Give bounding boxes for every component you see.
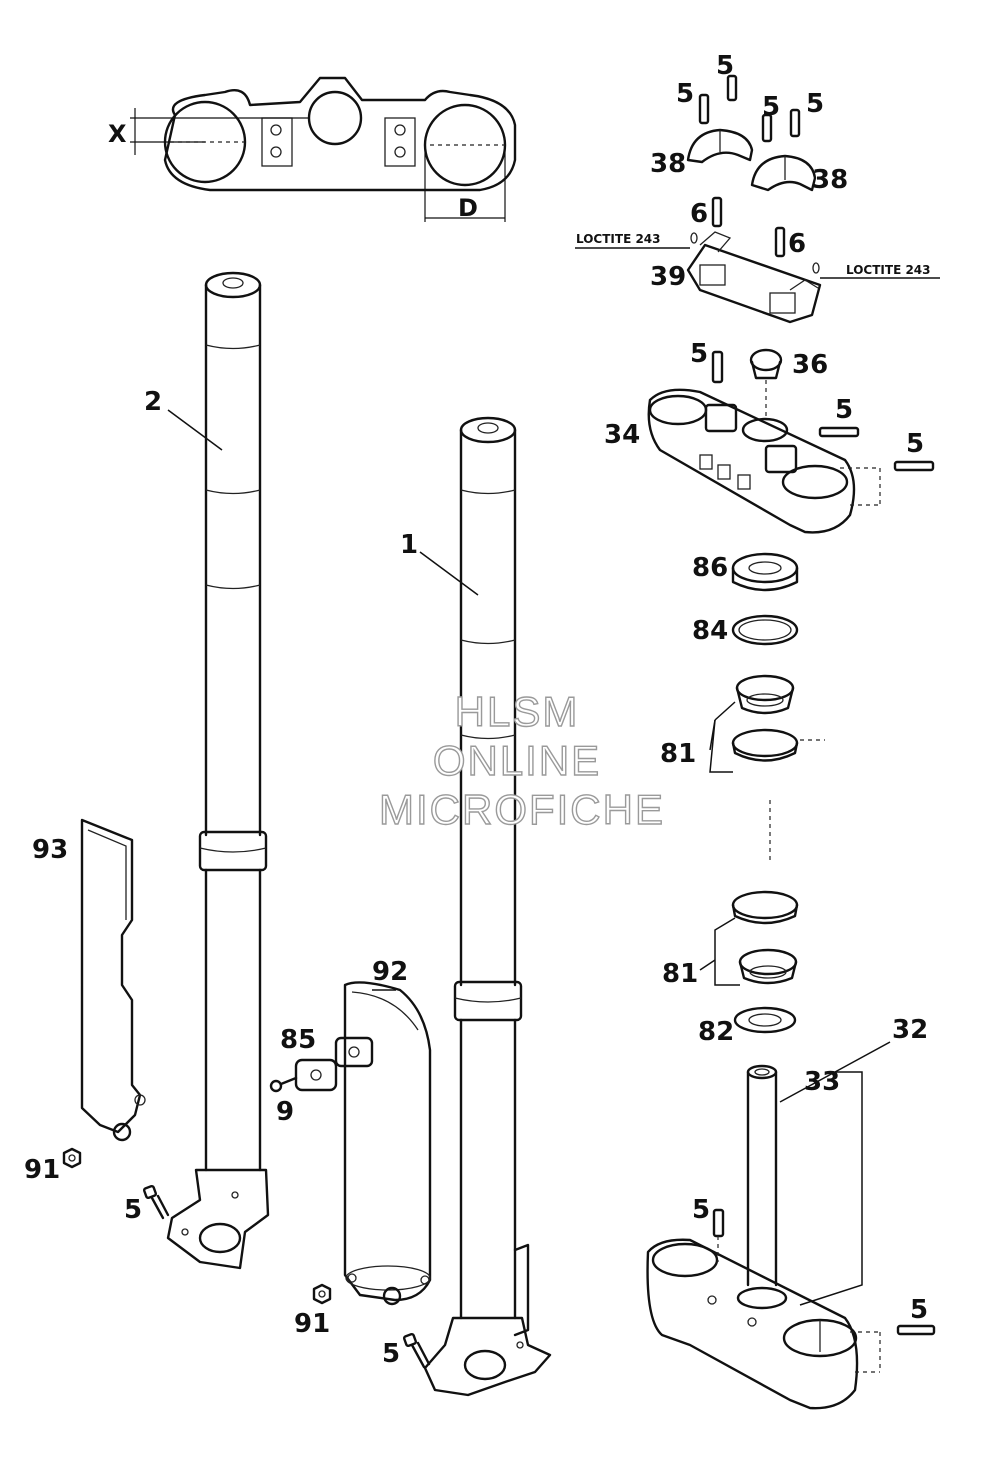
bolt-5-lower-side bbox=[850, 1324, 936, 1373]
callout-5-b: 5 bbox=[716, 51, 734, 81]
callout-2: 2 bbox=[144, 387, 162, 417]
bolt-9 bbox=[269, 1076, 298, 1093]
callout-6-left: 6 bbox=[690, 199, 708, 229]
callout-5-right-axle: 5 bbox=[382, 1339, 400, 1369]
watermark-line-2: ONLINE bbox=[433, 737, 601, 784]
callout-5-lower-clamp: 5 bbox=[692, 1195, 710, 1225]
callout-84: 84 bbox=[692, 616, 728, 646]
steering-nut-36 bbox=[749, 348, 783, 420]
seal-ring-84 bbox=[731, 614, 799, 646]
bolt-6-left bbox=[690, 196, 723, 244]
callout-36: 36 bbox=[792, 350, 828, 380]
callout-91-left: 91 bbox=[24, 1155, 60, 1185]
callout-5-side-2: 5 bbox=[906, 429, 924, 459]
handlebar-clamp-cap-38-right bbox=[750, 154, 817, 192]
nut-91-left bbox=[62, 1147, 82, 1169]
callout-34: 34 bbox=[604, 420, 640, 450]
callout-39: 39 bbox=[650, 262, 686, 292]
dimension-x-label: X bbox=[108, 120, 127, 148]
nut-91-mid bbox=[312, 1283, 332, 1305]
callout-5-left-axle: 5 bbox=[124, 1195, 142, 1225]
watermark-line-3: MICROFICHE bbox=[379, 786, 665, 833]
bolt-5-left-axle bbox=[142, 1184, 170, 1220]
handlebar-clamp-bolts bbox=[698, 74, 801, 143]
seal-ring-82 bbox=[733, 1006, 797, 1034]
fork-leg-1 bbox=[423, 416, 552, 1397]
dimension-d-label: D bbox=[458, 194, 478, 222]
callout-5-top-clamp: 5 bbox=[690, 339, 708, 369]
callout-32: 32 bbox=[892, 1015, 928, 1045]
callout-9: 9 bbox=[276, 1097, 294, 1127]
callout-1: 1 bbox=[400, 530, 418, 560]
fork-guard-92 bbox=[343, 981, 432, 1306]
callout-6-right: 6 bbox=[788, 229, 806, 259]
upper-triple-clamp-34 bbox=[647, 388, 856, 534]
steering-stem-33 bbox=[746, 1064, 778, 1287]
callout-5-a: 5 bbox=[676, 79, 694, 109]
callout-38-right: 38 bbox=[812, 165, 848, 195]
leader-lines bbox=[167, 409, 891, 1306]
callout-38-left: 38 bbox=[650, 149, 686, 179]
fork-guard-93 bbox=[80, 818, 146, 1142]
bolt-5-lower-clamp bbox=[712, 1208, 725, 1262]
bolt-6-right bbox=[774, 226, 820, 274]
bolt-5-right-axle bbox=[402, 1332, 431, 1369]
callout-82: 82 bbox=[698, 1017, 734, 1047]
callout-85: 85 bbox=[280, 1025, 316, 1055]
handlebar-mount-39 bbox=[686, 231, 822, 324]
watermark-line-1: HLSM bbox=[455, 688, 580, 735]
dust-seal-86 bbox=[731, 552, 799, 592]
lower-bearing-81 bbox=[731, 890, 799, 985]
callout-5-c: 5 bbox=[762, 92, 780, 122]
callout-5-d: 5 bbox=[806, 89, 824, 119]
callout-81-upper: 81 bbox=[660, 739, 696, 769]
bolt-5-top-clamp bbox=[711, 350, 724, 384]
callout-93: 93 bbox=[32, 835, 68, 865]
callout-91-mid: 91 bbox=[294, 1309, 330, 1339]
triple-clamp-top-view bbox=[130, 76, 517, 222]
handlebar-clamp-cap-38-left bbox=[686, 128, 754, 164]
callout-81-lower: 81 bbox=[662, 959, 698, 989]
upper-bearing-81 bbox=[731, 674, 799, 762]
clamp-bolts-side bbox=[818, 426, 935, 506]
callout-5-side-1: 5 bbox=[835, 395, 853, 425]
callout-33: 33 bbox=[804, 1067, 840, 1097]
callout-92: 92 bbox=[372, 957, 408, 987]
loctite-note-left: LOCTITE 243 bbox=[576, 232, 661, 246]
callout-86: 86 bbox=[692, 553, 728, 583]
loctite-note-right: LOCTITE 243 bbox=[846, 263, 931, 277]
guard-clamp-85 bbox=[294, 1036, 374, 1092]
lower-triple-clamp-32 bbox=[646, 1238, 859, 1410]
fork-leg-2 bbox=[166, 271, 270, 1270]
callout-5-lower-side: 5 bbox=[910, 1295, 928, 1325]
